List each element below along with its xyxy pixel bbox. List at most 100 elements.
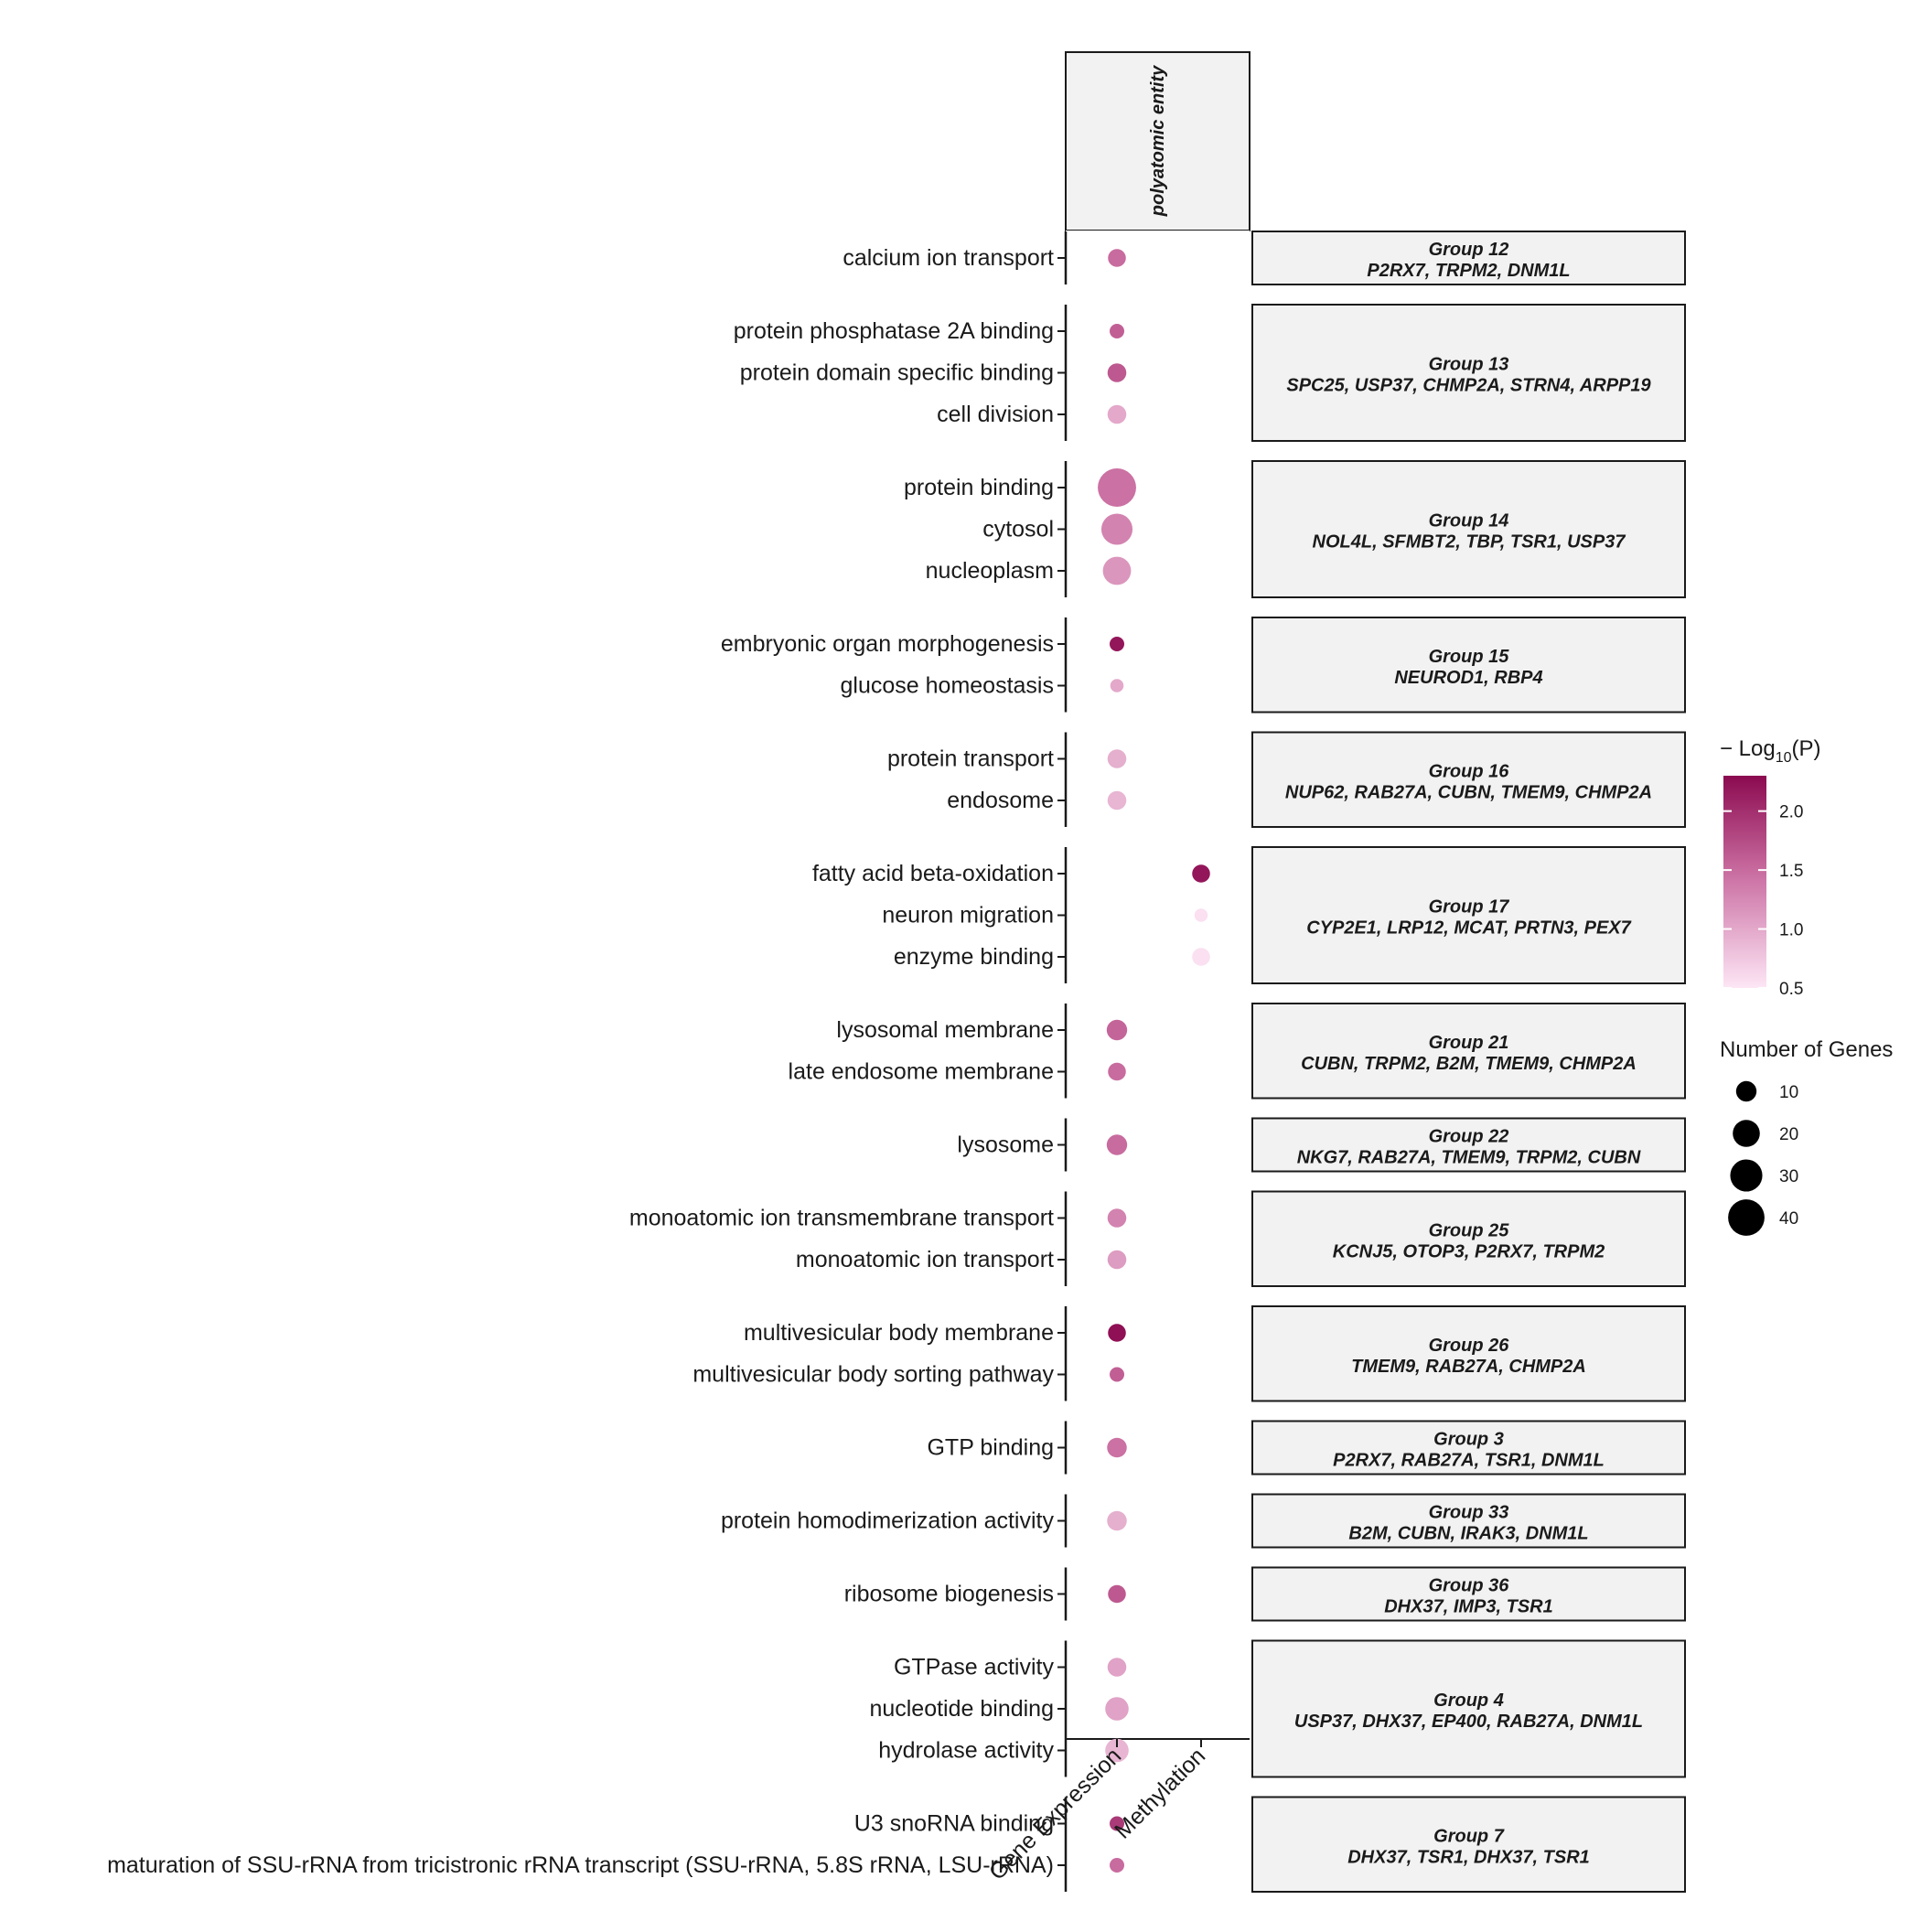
size-legend-point xyxy=(1735,1080,1757,1102)
group-strip-genes: P2RX7, RAB27A, TSR1, DNM1L xyxy=(1333,1451,1605,1471)
term-label: GTP binding xyxy=(927,1435,1054,1461)
group-strip-box xyxy=(1251,1566,1686,1622)
group-strip-box xyxy=(1251,1639,1686,1778)
term-label: nucleoplasm xyxy=(926,558,1054,584)
size-legend-label: 40 xyxy=(1779,1209,1798,1229)
data-point xyxy=(1108,1062,1126,1081)
data-point xyxy=(1105,1738,1129,1763)
term-label: protein phosphatase 2A binding xyxy=(734,318,1054,344)
group-strip-label: Group 12 xyxy=(1429,240,1509,260)
term-label: neuron migration xyxy=(882,903,1054,928)
data-point xyxy=(1107,1208,1127,1228)
term-label: glucose homeostasis xyxy=(841,673,1054,699)
term-label: nucleotide binding xyxy=(869,1696,1054,1722)
color-legend-tick-label: 0.5 xyxy=(1779,980,1803,999)
plot-panel xyxy=(1066,231,1250,1740)
data-point xyxy=(1106,1134,1128,1155)
term-label: fatty acid beta-oxidation xyxy=(812,861,1054,886)
group-strip-box xyxy=(1251,1420,1686,1476)
data-point xyxy=(1106,1019,1128,1041)
group-strip-box xyxy=(1251,1305,1686,1402)
term-label: endosome xyxy=(947,788,1054,813)
group-strip-genes: DHX37, IMP3, TSR1 xyxy=(1384,1597,1553,1617)
size-legend-point xyxy=(1733,1120,1760,1147)
data-point xyxy=(1107,1510,1127,1531)
group-strip-label: Group 33 xyxy=(1429,1503,1509,1523)
color-legend: − Log10(P)0.51.01.52.0 xyxy=(1720,736,1821,999)
term-label: protein domain specific binding xyxy=(740,360,1054,386)
data-point xyxy=(1192,864,1210,883)
group-strip-label: Group 36 xyxy=(1429,1576,1510,1596)
group-strip-box xyxy=(1251,304,1686,442)
data-point xyxy=(1110,1367,1124,1382)
term-label: cytosol xyxy=(982,517,1054,542)
term-label: multivesicular body membrane xyxy=(744,1320,1054,1346)
facet-strip: polyatomic entity xyxy=(1065,51,1250,231)
group-strip-box xyxy=(1251,460,1686,598)
term-label: late endosome membrane xyxy=(789,1059,1054,1085)
group-strip-genes: USP37, DHX37, EP400, RAB27A, DNM1L xyxy=(1294,1712,1643,1732)
term-label: GTPase activity xyxy=(894,1655,1055,1680)
group-strip-genes: CUBN, TRPM2, B2M, TMEM9, CHMP2A xyxy=(1301,1054,1637,1074)
term-label: lysosomal membrane xyxy=(836,1017,1054,1043)
data-point xyxy=(1107,1437,1127,1458)
group-strip-label: Group 13 xyxy=(1429,355,1509,375)
group-strip-genes: CYP2E1, LRP12, MCAT, PRTN3, PEX7 xyxy=(1306,918,1631,939)
term-label: embryonic organ morphogenesis xyxy=(721,631,1054,657)
term-label: U3 snoRNA binding xyxy=(854,1811,1054,1837)
color-legend-bar xyxy=(1723,776,1766,988)
group-strip-genes: B2M, CUBN, IRAK3, DNM1L xyxy=(1348,1524,1588,1544)
data-point xyxy=(1108,1584,1126,1604)
group-strip-genes: TMEM9, RAB27A, CHMP2A xyxy=(1351,1357,1586,1377)
group-strip-label: Group 4 xyxy=(1433,1690,1504,1711)
group-strip-genes: NKG7, RAB27A, TMEM9, TRPM2, CUBN xyxy=(1297,1148,1641,1168)
color-legend-title: − Log10(P) xyxy=(1720,736,1821,766)
panel-background xyxy=(1066,231,1250,1739)
data-point xyxy=(1110,679,1124,692)
data-point xyxy=(1098,468,1136,507)
group-strip-box xyxy=(1251,231,1686,285)
group-strip-label: Group 25 xyxy=(1429,1220,1510,1240)
group-strip-label: Group 15 xyxy=(1429,647,1510,667)
group-strip-box xyxy=(1251,1796,1686,1893)
data-point xyxy=(1110,324,1124,338)
color-legend-title-suffix: (P) xyxy=(1792,736,1821,761)
group-strip-label: Group 22 xyxy=(1429,1127,1509,1147)
group-strip-label: Group 17 xyxy=(1429,897,1510,918)
group-strip-label: Group 3 xyxy=(1433,1430,1504,1450)
color-legend-title-prefix: − Log xyxy=(1720,736,1776,761)
color-legend-tick-label: 1.5 xyxy=(1779,862,1803,881)
facet-strip-box xyxy=(1065,51,1250,231)
data-point xyxy=(1110,637,1124,651)
data-point xyxy=(1100,513,1133,545)
data-point xyxy=(1107,1658,1127,1677)
group-strip-genes: DHX37, TSR1, DHX37, TSR1 xyxy=(1347,1847,1590,1867)
term-label: monoatomic ion transport xyxy=(796,1247,1054,1272)
group-strip-genes: NOL4L, SFMBT2, TBP, TSR1, USP37 xyxy=(1313,532,1626,553)
term-label: protein binding xyxy=(904,475,1054,500)
term-label: maturation of SSU-rRNA from tricistronic… xyxy=(107,1852,1054,1878)
data-point xyxy=(1107,404,1127,424)
facet-strip-title: polyatomic entity xyxy=(1148,65,1168,217)
group-strip-label: Group 7 xyxy=(1433,1826,1505,1846)
size-legend-label: 30 xyxy=(1779,1167,1798,1186)
size-legend-title: Number of Genes xyxy=(1720,1037,1893,1062)
term-label: lysosome xyxy=(957,1132,1054,1158)
group-strip-box xyxy=(1251,846,1686,984)
term-label: hydrolase activity xyxy=(878,1738,1054,1764)
data-point xyxy=(1110,1816,1124,1831)
data-point xyxy=(1107,363,1127,382)
group-strip-genes: NEUROD1, RBP4 xyxy=(1394,668,1542,688)
group-strip-box xyxy=(1251,1190,1686,1287)
term-label: protein homodimerization activity xyxy=(721,1508,1055,1534)
group-strip-box xyxy=(1251,617,1686,714)
term-label: cell division xyxy=(937,402,1054,427)
term-label: protein transport xyxy=(887,746,1054,772)
group-strip-label: Group 14 xyxy=(1429,511,1509,531)
color-legend-title-sub: 10 xyxy=(1776,750,1792,766)
group-strip-box xyxy=(1251,731,1686,828)
term-label: enzyme binding xyxy=(894,944,1054,970)
